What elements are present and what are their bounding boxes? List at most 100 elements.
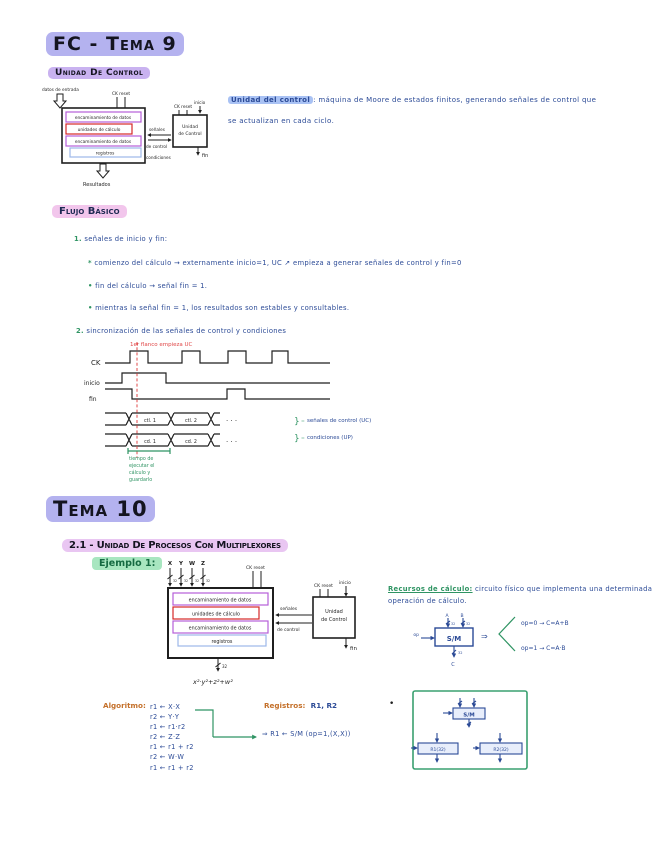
unidad-control-box bbox=[172, 114, 208, 148]
condition-bus-waveform bbox=[105, 433, 220, 447]
cu-ck-wires bbox=[178, 110, 188, 115]
bus1-ellipsis: · · · bbox=[226, 417, 237, 425]
bus2-ellipsis: · · · bbox=[226, 438, 237, 446]
timing-diagram: 1er flanco empieza UC CK inicio fin ctl.… bbox=[84, 342, 371, 483]
ck-wires bbox=[116, 97, 126, 108]
input-bus-width: 32 bbox=[195, 579, 199, 583]
measure-note-line-2: ejecutar el bbox=[129, 463, 155, 469]
senales-label-1: señales bbox=[149, 127, 165, 132]
encaminamiento-bottom-label: encaminamiento de datos bbox=[189, 626, 252, 632]
sm-resource-diagram: A B 32 32 S/M op 32 C ⇒ op=0 → C=A+B op=… bbox=[413, 613, 568, 668]
flujo-item-2-text: sincronización de las señales de control… bbox=[86, 327, 287, 335]
unidad-control-box bbox=[312, 596, 356, 639]
flujo-bullet-2: • fin del cálculo → señal fin = 1. bbox=[88, 282, 207, 290]
flujo-bullet-3-text: mientras la señal fin = 1, los resultado… bbox=[95, 304, 350, 312]
tema9-title: FC - Tema 9 bbox=[46, 32, 184, 56]
measure-note-line-1: tiempo de bbox=[129, 456, 153, 462]
case-chevron bbox=[498, 616, 516, 652]
flujo-item-1-text: señales de inicio y fin: bbox=[84, 235, 168, 243]
output-bus-width: 32 bbox=[222, 664, 228, 669]
recursos-term: Recursos de cálculo: bbox=[388, 585, 473, 593]
register-r1-wires bbox=[411, 733, 440, 763]
step-expansion-text: ⇒ R1 ← S/M (op=1,(X,X)) bbox=[262, 730, 351, 738]
mini-sm-label: S/M bbox=[463, 713, 474, 719]
sm-output-c-label: C bbox=[451, 662, 455, 668]
flujo-item-1-number: 1. bbox=[74, 235, 82, 243]
fin-label: fin bbox=[202, 153, 208, 159]
input-bus-width: 32 bbox=[173, 579, 177, 583]
legend1-brace: } bbox=[294, 417, 300, 427]
resultados-label: Resultados bbox=[83, 182, 111, 188]
encaminamiento-bottom-label: encaminamiento de datos bbox=[75, 139, 132, 145]
cu-label-2: de Control bbox=[321, 617, 347, 623]
recursos-line-1: Recursos de cálculo: circuito físico que… bbox=[388, 583, 652, 595]
input-y-label: Y bbox=[178, 561, 184, 567]
encaminamiento-box-top bbox=[172, 592, 269, 606]
recursos-rest: circuito físico que implementa una deter… bbox=[472, 585, 653, 593]
sm-op-label: op bbox=[413, 633, 419, 638]
legend-control-signals: señales de control (UC) bbox=[307, 418, 371, 424]
algorithm-steps: r1 ← X·X r2 ← Y·Y r1 ← r1·r2 r2 ← Z·Z r1… bbox=[150, 702, 194, 773]
bullet-mark: • bbox=[88, 282, 93, 290]
encaminamiento-box-bottom bbox=[172, 620, 269, 634]
recursos-paragraph: Recursos de cálculo: circuito físico que… bbox=[388, 583, 652, 607]
recursos-line-2: operación de cálculo. bbox=[388, 597, 467, 605]
bullet-point: • bbox=[389, 699, 395, 709]
algorithm-step: r1 ← r1 + r2 bbox=[150, 763, 194, 772]
input-z-label: Z bbox=[201, 561, 205, 567]
output-hollow-arrow bbox=[95, 163, 111, 179]
cu-ck-wires bbox=[319, 589, 329, 597]
inicio-label: inicio bbox=[339, 580, 351, 586]
step-expansion-connector bbox=[195, 709, 257, 740]
algorithm-step: r2 ← W·W bbox=[150, 753, 185, 762]
registros-label: registros bbox=[212, 639, 233, 645]
flujo-bullet-2-text: fin del cálculo → señal fin = 1. bbox=[95, 282, 208, 290]
senales-label-2: de control bbox=[146, 144, 167, 149]
target-formula: x²·y²+z²+w² bbox=[192, 678, 233, 686]
implies-arrow: ⇒ bbox=[481, 632, 488, 641]
ck-reset-label: CK reset bbox=[112, 91, 130, 97]
unidad-control-heading: Unidad De Control bbox=[48, 67, 151, 79]
cu-ck-reset-label: CK reset bbox=[174, 104, 192, 110]
sm-input-arrows bbox=[445, 618, 466, 628]
unidades-calculo-box bbox=[65, 123, 133, 135]
senales-label-2: de control bbox=[277, 627, 300, 633]
cu-ck-reset-label: CK reset bbox=[314, 583, 333, 589]
register-r1-label: R1(32) bbox=[430, 747, 445, 753]
fin-label: fin bbox=[350, 646, 357, 652]
register-r2-label: R2(32) bbox=[493, 747, 508, 753]
bus2-segment-2: cd. 2 bbox=[185, 439, 197, 445]
tema10-title: Tema 10 bbox=[46, 496, 155, 522]
input-w-label: W bbox=[189, 561, 195, 567]
register-r2-box bbox=[479, 742, 523, 755]
sm-bus-width: 32 bbox=[466, 622, 470, 626]
flujo-bullet-1: * comienzo del cálculo → externamente in… bbox=[88, 259, 462, 267]
input-arrows bbox=[167, 568, 206, 587]
ck-reset-label: CK reset bbox=[246, 565, 265, 571]
encaminamiento-box-top bbox=[65, 111, 142, 123]
fin-waveform bbox=[105, 388, 330, 400]
timing-red-note: 1er flanco empieza UC bbox=[130, 342, 193, 348]
definition-rest: : máquina de Moore de estados finitos, g… bbox=[313, 96, 597, 104]
cu-label-1: Unidad bbox=[325, 609, 343, 615]
unidad-control-definition: Unidad del control: máquina de Moore de … bbox=[228, 96, 596, 125]
flujo-bullet-1-text: comienzo del cálculo → externamente inic… bbox=[94, 259, 462, 267]
registros-label: registros bbox=[96, 151, 115, 157]
flujo-basico-heading: Flujo Básico bbox=[52, 205, 127, 218]
ck-signal-label: CK bbox=[91, 359, 101, 367]
sm-output-arrow bbox=[451, 646, 457, 658]
unidades-calculo-label: unidades de cálculo bbox=[78, 126, 121, 133]
sm-input-b-label: B bbox=[460, 613, 463, 619]
datos-entrada-label: datos de entrada bbox=[42, 87, 79, 93]
senales-label-1: señales bbox=[280, 606, 298, 612]
algorithm-step: r1 ← r1·r2 bbox=[150, 723, 186, 732]
section-2-1-heading: 2.1 - Unidad De Procesos Con Multiplexor… bbox=[62, 539, 288, 552]
up-outer-box bbox=[61, 107, 146, 164]
bus2-segment-1: cd. 1 bbox=[144, 439, 156, 445]
measure-note-line-3: cálculo y bbox=[129, 469, 150, 476]
input-bus-width: 32 bbox=[184, 579, 188, 583]
registros-box bbox=[69, 147, 142, 158]
algorithm-step: r2 ← Z·Z bbox=[150, 733, 181, 742]
legend1-eq: = bbox=[301, 419, 305, 424]
